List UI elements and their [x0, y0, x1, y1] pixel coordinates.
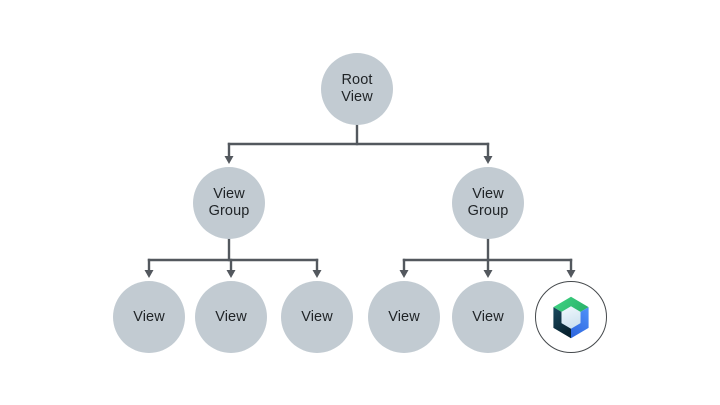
- arrowhead-icon: [144, 270, 154, 278]
- node-v2: View: [195, 281, 267, 353]
- jetpack-compose-logo: [553, 296, 589, 338]
- node-label: Group: [208, 203, 250, 219]
- node-v5: View: [452, 281, 524, 353]
- arrowhead-icon: [399, 270, 409, 278]
- compose-inner-hexagon: [561, 305, 581, 329]
- node-compose: [535, 281, 607, 353]
- node-v1: View: [113, 281, 185, 353]
- node-label: View: [388, 308, 420, 325]
- arrowhead-icon: [226, 270, 236, 278]
- arrowhead-icon: [483, 270, 493, 278]
- node-label: View: [133, 308, 165, 325]
- node-label: View: [472, 186, 504, 202]
- node-label: Root: [341, 72, 373, 88]
- node-label: View: [213, 186, 245, 202]
- node-label: Group: [467, 203, 509, 219]
- arrowhead-icon: [312, 270, 322, 278]
- arrowhead-icon: [483, 156, 493, 164]
- node-label: View: [341, 89, 373, 105]
- node-v3: View: [281, 281, 353, 353]
- arrowhead-icon: [566, 270, 576, 278]
- node-label: View: [472, 308, 504, 325]
- arrowhead-icon: [224, 156, 234, 164]
- node-label: View: [301, 308, 333, 325]
- node-v4: View: [368, 281, 440, 353]
- node-label: View: [215, 308, 247, 325]
